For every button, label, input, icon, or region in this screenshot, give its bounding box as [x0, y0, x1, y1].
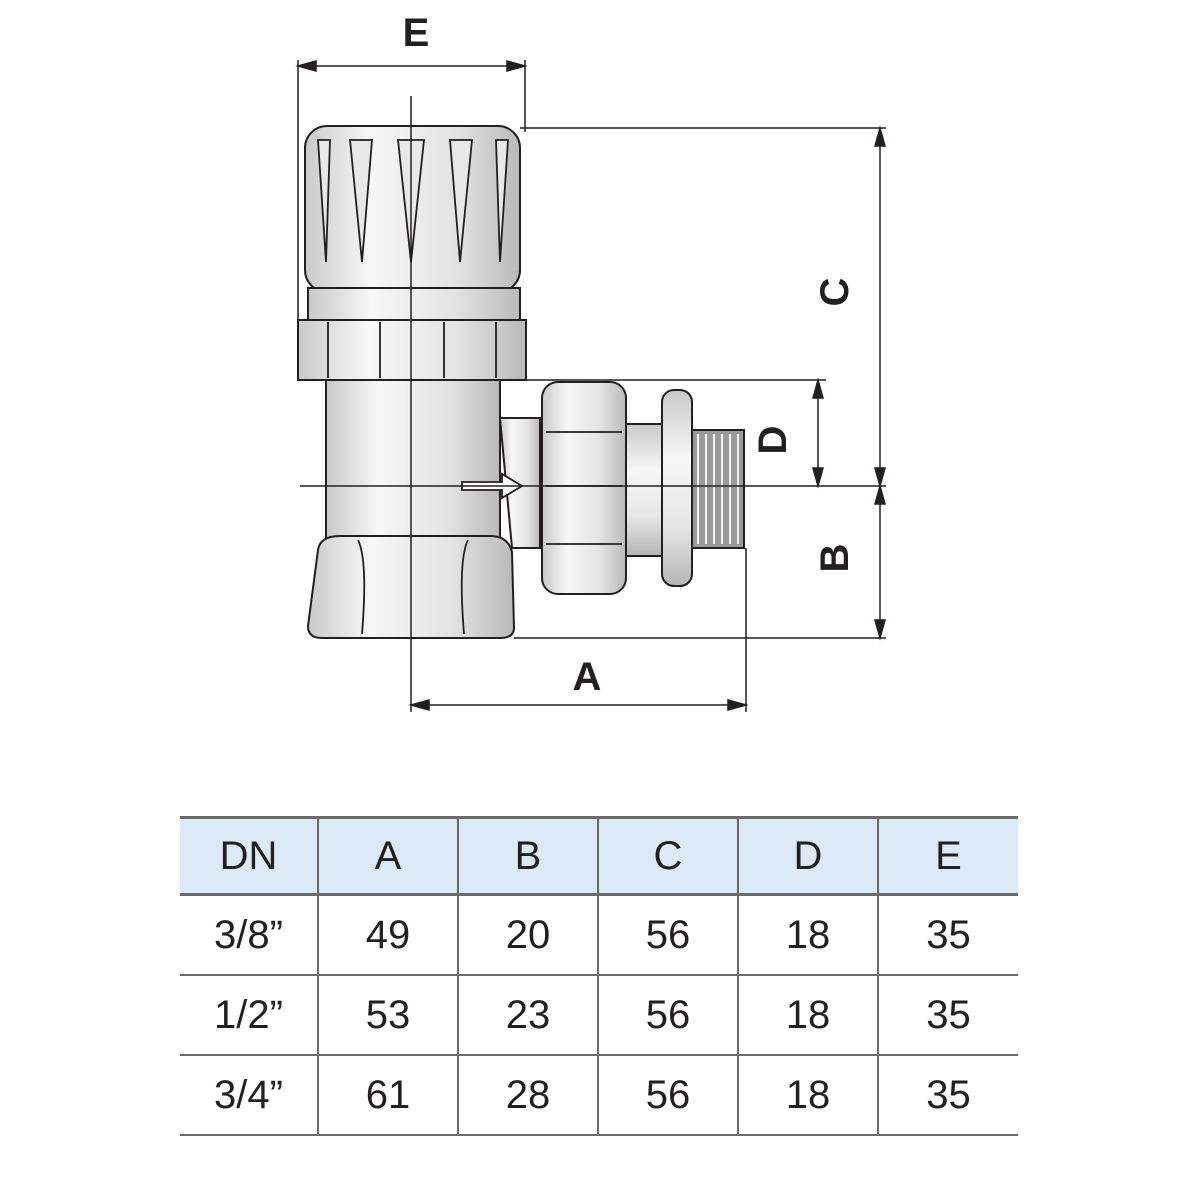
tailpiece-collar — [625, 423, 667, 557]
cell-d: 18 — [737, 894, 878, 976]
tailpiece-flange — [661, 389, 693, 587]
cell-dn: 3/8” — [180, 894, 318, 976]
cell-b: 23 — [457, 974, 598, 1056]
valve-neck — [325, 379, 501, 541]
table-row: 3/4” 61 28 56 18 35 — [180, 1054, 1018, 1136]
center-lines — [300, 96, 886, 712]
cell-b: 28 — [457, 1054, 598, 1136]
header-b: B — [457, 816, 598, 896]
cell-d: 18 — [737, 1054, 878, 1136]
header-c: C — [597, 816, 738, 896]
inlet-hex-facets — [357, 539, 469, 635]
cap-ring — [297, 319, 527, 381]
dimension-label-e: E — [403, 11, 430, 55]
valve-dimension-drawing: E C D B A — [295, 11, 886, 712]
header-e: E — [877, 816, 1018, 896]
table-row: 1/2” 53 23 56 18 35 — [180, 974, 1018, 1056]
cell-dn: 3/4” — [180, 1054, 318, 1136]
dimension-lines — [295, 60, 886, 712]
cell-d: 18 — [737, 974, 878, 1056]
cell-a: 61 — [317, 1054, 458, 1136]
threaded-tail — [691, 429, 745, 549]
header-d: D — [737, 816, 878, 896]
dimension-label-a: A — [573, 655, 602, 699]
header-a: A — [317, 816, 458, 896]
cap-ring-facets — [327, 322, 497, 378]
cell-c: 56 — [597, 974, 738, 1056]
cell-b: 20 — [457, 894, 598, 976]
header-dn: DN — [180, 816, 318, 896]
cell-c: 56 — [597, 894, 738, 976]
cell-e: 35 — [877, 1054, 1018, 1136]
table-row: 3/8” 49 20 56 18 35 — [180, 894, 1018, 976]
dimension-label-c: C — [813, 278, 857, 307]
dimension-label-b: B — [813, 544, 857, 573]
dimensions-table: DN A B C D E 3/8” 49 20 56 18 35 1/2” 53… — [180, 816, 1018, 1136]
cell-a: 53 — [317, 974, 458, 1056]
cell-dn: 1/2” — [180, 974, 318, 1056]
cell-e: 35 — [877, 974, 1018, 1056]
cell-e: 35 — [877, 894, 1018, 976]
cell-c: 56 — [597, 1054, 738, 1136]
elbow-shoulder — [498, 417, 541, 549]
thread-lines — [697, 434, 739, 544]
dimension-label-d: D — [751, 426, 795, 455]
valve-body — [297, 125, 745, 639]
handwheel-ribs — [317, 139, 509, 263]
cell-a: 49 — [317, 894, 458, 976]
cap-band — [307, 287, 521, 323]
union-hex-nut — [541, 381, 627, 595]
table-header-row: DN A B C D E — [180, 816, 1018, 896]
